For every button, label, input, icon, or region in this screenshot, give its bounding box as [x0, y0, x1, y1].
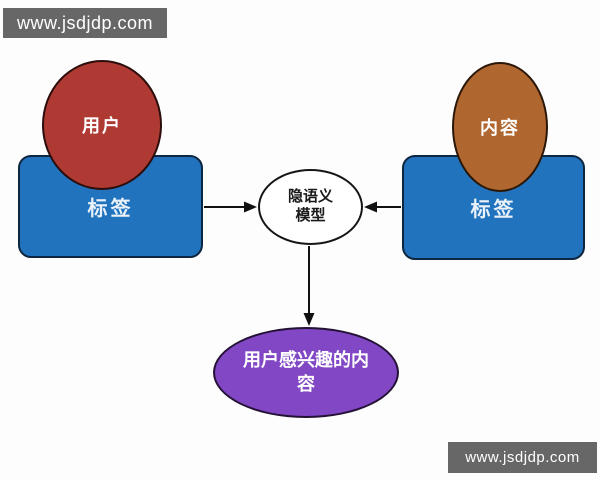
content-tags-rect: 标签 — [402, 155, 585, 260]
latent-model-label: 隐语义模型 — [287, 188, 333, 224]
latent-model-ellipse: 隐语义模型 — [258, 169, 363, 245]
content-ellipse: 内容 — [452, 62, 548, 192]
result-label: 用户感兴趣的内容 — [243, 350, 369, 394]
watermark-bottom-right: www.jsdjdp.com — [448, 442, 597, 473]
user-label: 用户 — [82, 116, 122, 136]
content-label: 内容 — [480, 118, 520, 138]
arrow-content-tags-to-model — [364, 201, 401, 213]
user-tags-label: 标签 — [87, 198, 134, 220]
arrow-model-to-result — [303, 246, 315, 326]
result-ellipse: 用户感兴趣的内容 — [213, 327, 399, 418]
arrow-user-tags-to-model — [204, 201, 257, 213]
content-tags-label: 标签 — [470, 199, 517, 221]
watermark-top-left: www.jsdjdp.com — [3, 8, 167, 38]
user-ellipse: 用户 — [42, 60, 162, 190]
